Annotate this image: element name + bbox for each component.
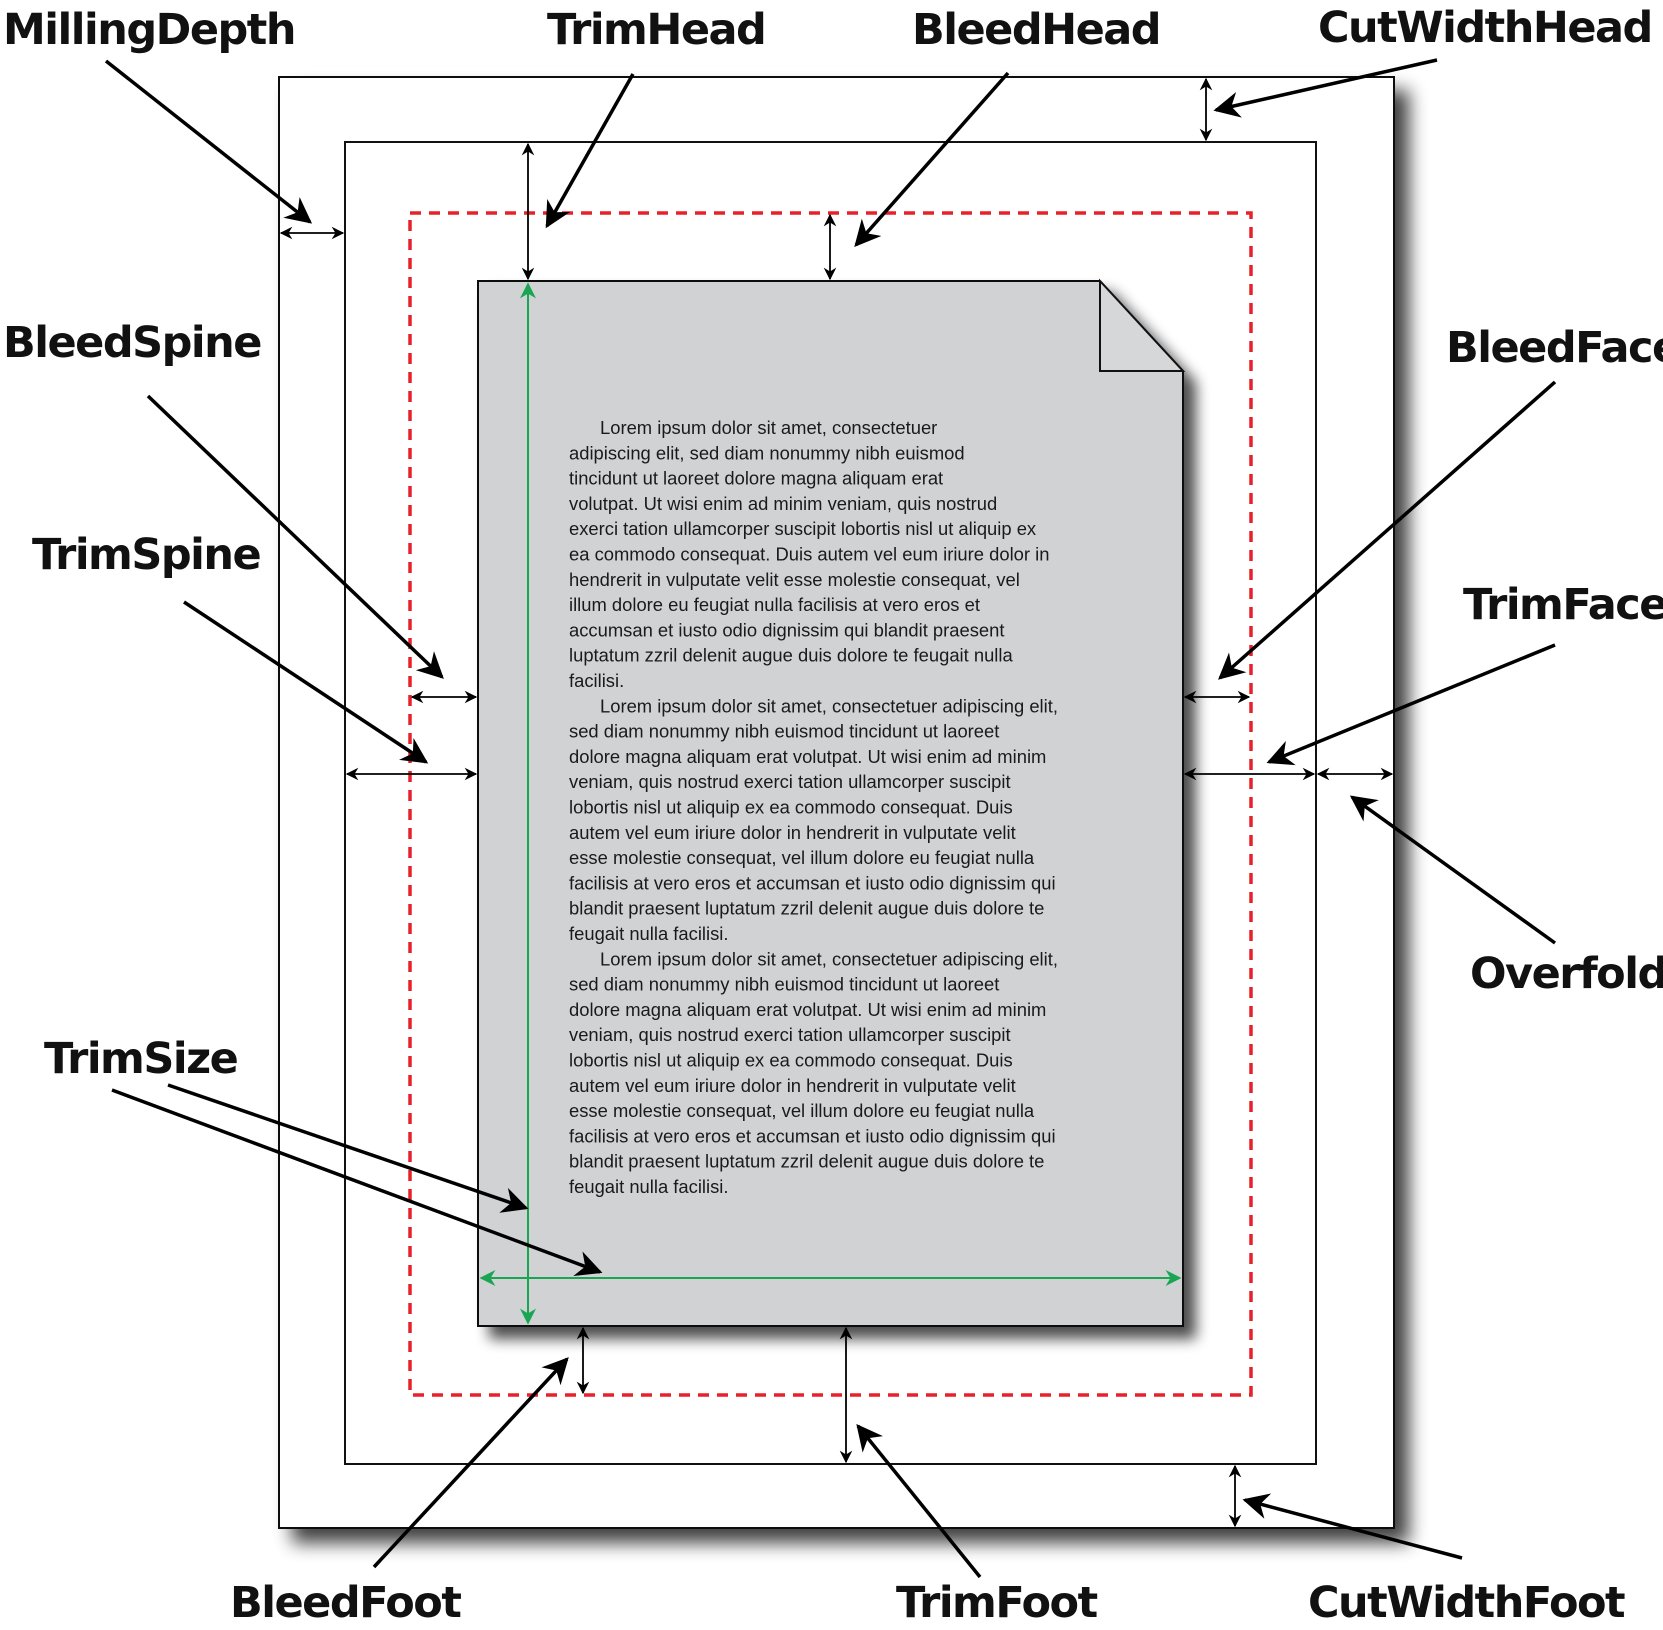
body-text-line: facilisis at vero eros et accumsan et iu…: [569, 872, 1056, 893]
trim-face-pointer: [1266, 643, 1556, 766]
trim-foot-pointer: [856, 1423, 982, 1579]
label-bleed-spine: BleedSpine: [3, 318, 261, 368]
body-text-line: Lorem ipsum dolor sit amet, consectetuer…: [600, 948, 1058, 969]
trim-size-pointer-width: [111, 1088, 603, 1277]
milling-depth-pointer: [104, 59, 313, 224]
body-text-line: exerci tation ullamcorper suscipit lobor…: [569, 518, 1036, 539]
page-fold-corner: [1099, 278, 1186, 372]
body-text-line: autem vel eum iriure dolor in hendrerit …: [569, 1075, 1016, 1096]
body-text-line: Lorem ipsum dolor sit amet, consectetuer: [600, 417, 937, 438]
label-bleed-foot: BleedFoot: [230, 1578, 461, 1628]
body-text-line: dolore magna aliquam erat volutpat. Ut w…: [569, 746, 1046, 767]
body-text-line: autem vel eum iriure dolor in hendrerit …: [569, 822, 1016, 843]
body-text-line: lobortis nisl ut aliquip ex ea commodo c…: [569, 797, 1013, 818]
label-cut-width-foot: CutWidthFoot: [1308, 1578, 1625, 1628]
label-cut-width-head: CutWidthHead: [1318, 3, 1652, 53]
body-text-line: facilisi.: [569, 670, 624, 691]
body-text-line: veniam, quis nostrud exerci tation ullam…: [569, 771, 1011, 792]
label-trim-spine: TrimSpine: [32, 530, 260, 580]
body-text-line: sed diam nonummy nibh euismod tincidunt …: [569, 721, 999, 742]
label-bleed-head: BleedHead: [912, 5, 1160, 55]
label-trim-foot: TrimFoot: [896, 1578, 1098, 1628]
bleed-head-pointer: [854, 71, 1010, 247]
body-text-line: facilisis at vero eros et accumsan et iu…: [569, 1125, 1056, 1146]
body-text-line: illum dolore eu feugiat nulla facilisis …: [569, 594, 980, 615]
overfold-pointer: [1349, 795, 1557, 945]
body-text-line: feugait nulla facilisi.: [569, 923, 728, 944]
page-body-text: Lorem ipsum dolor sit amet, consectetuer…: [569, 417, 1058, 1197]
label-bleed-face: BleedFace: [1446, 323, 1663, 373]
bleed-foot-pointer: [372, 1357, 569, 1569]
body-text-line: Lorem ipsum dolor sit amet, consectetuer…: [600, 695, 1058, 716]
body-text-line: lobortis nisl ut aliquip ex ea commodo c…: [569, 1050, 1013, 1071]
trim-spine-pointer: [183, 600, 429, 764]
label-milling-depth: MillingDepth: [3, 5, 295, 55]
body-text-line: esse molestie consequat, vel illum dolor…: [569, 1100, 1035, 1121]
body-text-line: luptatum zzril delenit augue duis dolore…: [569, 645, 1013, 666]
bleed-face-pointer: [1218, 380, 1557, 680]
body-text-line: blandit praesent luptatum zzril delenit …: [569, 898, 1044, 919]
body-text-line: hendrerit in vulputate velit esse molest…: [569, 569, 1020, 590]
trim-size-pointer-height: [167, 1083, 529, 1213]
bleed-box-dashed: [408, 211, 1253, 1397]
label-trim-size: TrimSize: [44, 1034, 238, 1084]
body-text-line: sed diam nonummy nibh euismod tincidunt …: [569, 974, 999, 995]
trim-head-pointer: [545, 73, 635, 229]
cut-width-head-pointer: [1213, 58, 1438, 118]
cut-width-foot-pointer: [1242, 1493, 1463, 1560]
body-text-line: tincidunt ut laoreet dolore magna aliqua…: [569, 468, 943, 489]
label-overfold: Overfold: [1470, 949, 1663, 999]
body-text-line: ea commodo consequat. Duis autem vel eum…: [569, 544, 1049, 565]
body-text-line: accumsan et iusto odio dignissim qui bla…: [569, 619, 1005, 640]
body-text-line: volutpat. Ut wisi enim ad minim veniam, …: [569, 493, 997, 514]
body-text-line: veniam, quis nostrud exerci tation ullam…: [569, 1024, 1011, 1045]
body-text-line: esse molestie consequat, vel illum dolor…: [569, 847, 1035, 868]
label-trim-head: TrimHead: [547, 5, 765, 55]
body-text-line: feugait nulla facilisi.: [569, 1176, 728, 1197]
label-trim-face: TrimFace: [1463, 580, 1663, 630]
page-sheet: [477, 280, 1184, 1327]
body-text-line: blandit praesent luptatum zzril delenit …: [569, 1151, 1044, 1172]
bleed-spine-pointer: [146, 394, 444, 679]
body-text-line: adipiscing elit, sed diam nonummy nibh e…: [569, 442, 965, 463]
body-text-line: dolore magna aliquam erat volutpat. Ut w…: [569, 999, 1046, 1020]
